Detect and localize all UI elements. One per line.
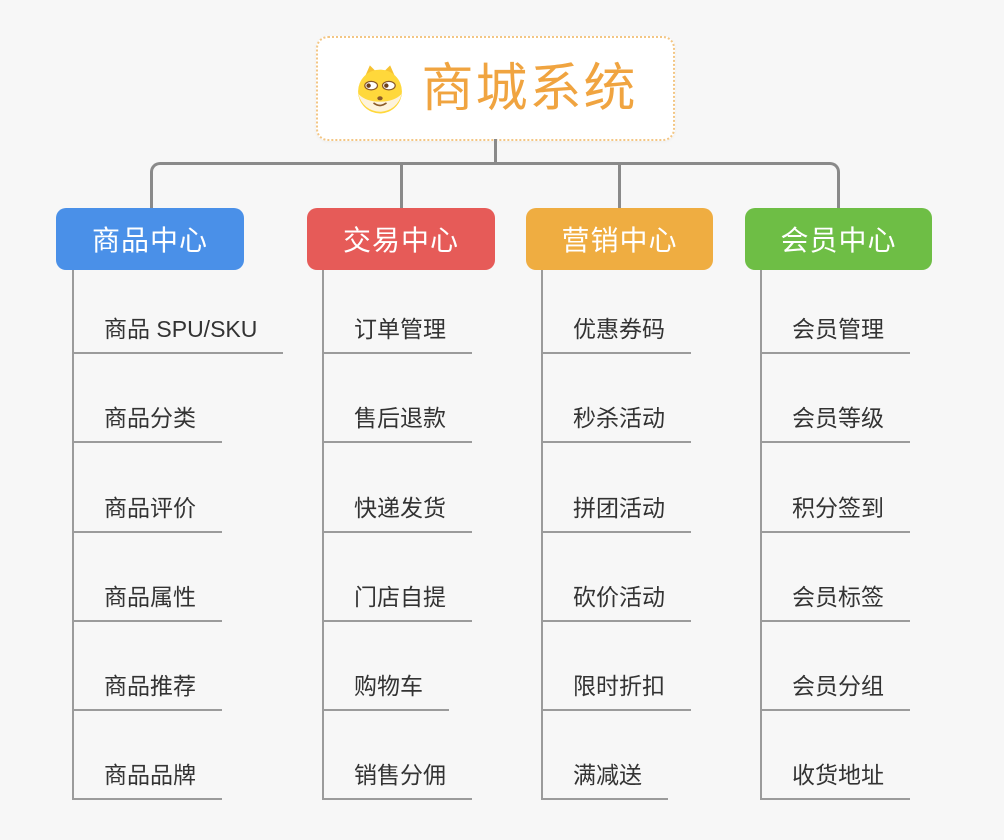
item-node[interactable]: 会员标签 [760,578,910,622]
item-node[interactable]: 优惠券码 [541,310,691,354]
item-node[interactable]: 砍价活动 [541,578,691,622]
item-node[interactable]: 积分签到 [760,489,910,533]
item-node[interactable]: 商品 SPU/SKU [72,310,284,354]
branch-node-product-center[interactable]: 商品中心 [56,208,244,270]
item-node[interactable]: 会员等级 [760,399,910,443]
item-node[interactable]: 秒杀活动 [541,399,691,443]
connector-bus [150,162,840,208]
item-node[interactable]: 售后退款 [322,399,472,443]
item-node[interactable]: 商品品牌 [72,756,222,800]
connector-spine-trade [322,270,324,800]
connector-root-stem [494,139,497,162]
item-node[interactable]: 销售分佣 [322,756,472,800]
doge-icon [358,64,403,113]
connector-spine-product [72,270,74,800]
item-node[interactable]: 快递发货 [322,489,472,533]
connector-spine-marketing [541,270,543,800]
root-title: 商城系统 [421,59,638,118]
item-node[interactable]: 商品属性 [72,578,222,622]
branch-node-member-center[interactable]: 会员中心 [745,208,932,270]
root-node[interactable]: 商城系统 [316,36,675,141]
item-node[interactable]: 满减送 [541,756,668,800]
item-node[interactable]: 限时折扣 [541,667,691,711]
item-node[interactable]: 商品推荐 [72,667,222,711]
item-node[interactable]: 会员分组 [760,667,910,711]
branch-node-marketing-center[interactable]: 营销中心 [526,208,713,270]
item-node[interactable]: 会员管理 [760,310,910,354]
connector-drop-2 [400,162,403,208]
item-node[interactable]: 商品评价 [72,489,222,533]
connector-spine-member [760,270,762,800]
item-node[interactable]: 收货地址 [760,756,910,800]
item-node[interactable]: 拼团活动 [541,489,691,533]
item-node[interactable]: 购物车 [322,667,449,711]
item-node[interactable]: 订单管理 [322,310,472,354]
item-node[interactable]: 商品分类 [72,399,222,443]
connector-drop-3 [618,162,621,208]
branch-node-trade-center[interactable]: 交易中心 [307,208,495,270]
item-node[interactable]: 门店自提 [322,578,472,622]
